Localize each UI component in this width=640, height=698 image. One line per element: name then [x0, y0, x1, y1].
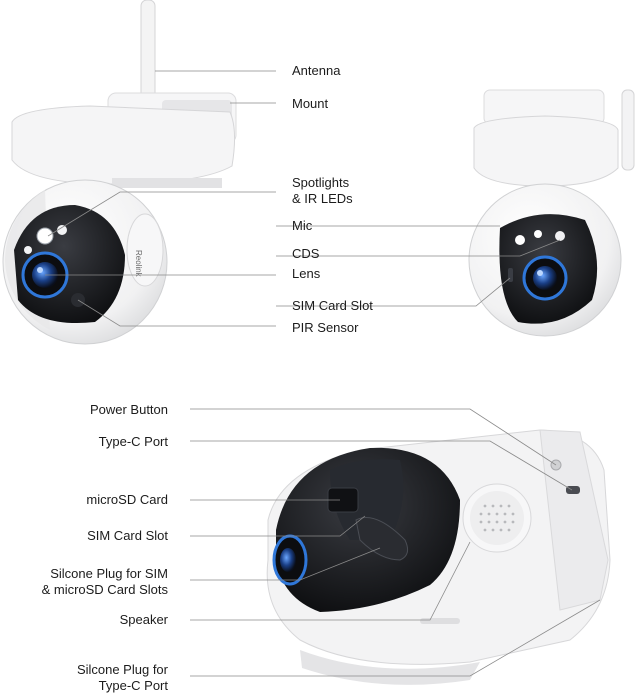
label-mount: Mount: [292, 96, 329, 111]
label-silicone-plug-sim-line1: Silcone Plug for SIM: [50, 566, 168, 581]
label-cds: CDS: [292, 246, 320, 261]
label-spotlights: Spotlights & IR LEDs: [292, 175, 353, 207]
label-sim-card-slot-bottom: SIM Card Slot: [87, 528, 168, 543]
camera-bottom-view-icon: [266, 429, 611, 685]
label-silicone-plug-typec-line1: Silcone Plug for: [76, 662, 168, 677]
label-type-c-port: Type-C Port: [98, 434, 168, 449]
label-silicone-plug-sim-line2: & microSD Card Slots: [41, 582, 168, 597]
top-callout-lines: [45, 70, 561, 327]
camera-side-view-icon: [468, 89, 635, 337]
camera-front-view-icon: [2, 0, 237, 345]
label-power-button: Power Button: [89, 402, 168, 417]
label-silicone-plug-typec-line2: Type-C Port: [98, 678, 168, 693]
label-speaker: Speaker: [119, 612, 168, 627]
label-pir-sensor: PIR Sensor: [292, 320, 359, 335]
label-silicone-plug-sim: Silcone Plug for SIM & microSD Card Slot…: [42, 566, 168, 598]
brand-logo: Reolink: [134, 250, 143, 278]
label-spotlights-line2: & IR LEDs: [292, 191, 353, 206]
bottom-callout-lines: [190, 408, 601, 677]
label-antenna: Antenna: [292, 63, 341, 78]
label-silicone-plug-typec: Silcone Plug for Type-C Port: [77, 662, 168, 694]
label-spotlights-line1: Spotlights: [292, 175, 350, 190]
label-sim-card-slot-top: SIM Card Slot: [292, 298, 373, 313]
label-microsd-card: microSD Card: [86, 492, 168, 507]
label-lens: Lens: [292, 266, 321, 281]
label-mic: Mic: [292, 218, 313, 233]
